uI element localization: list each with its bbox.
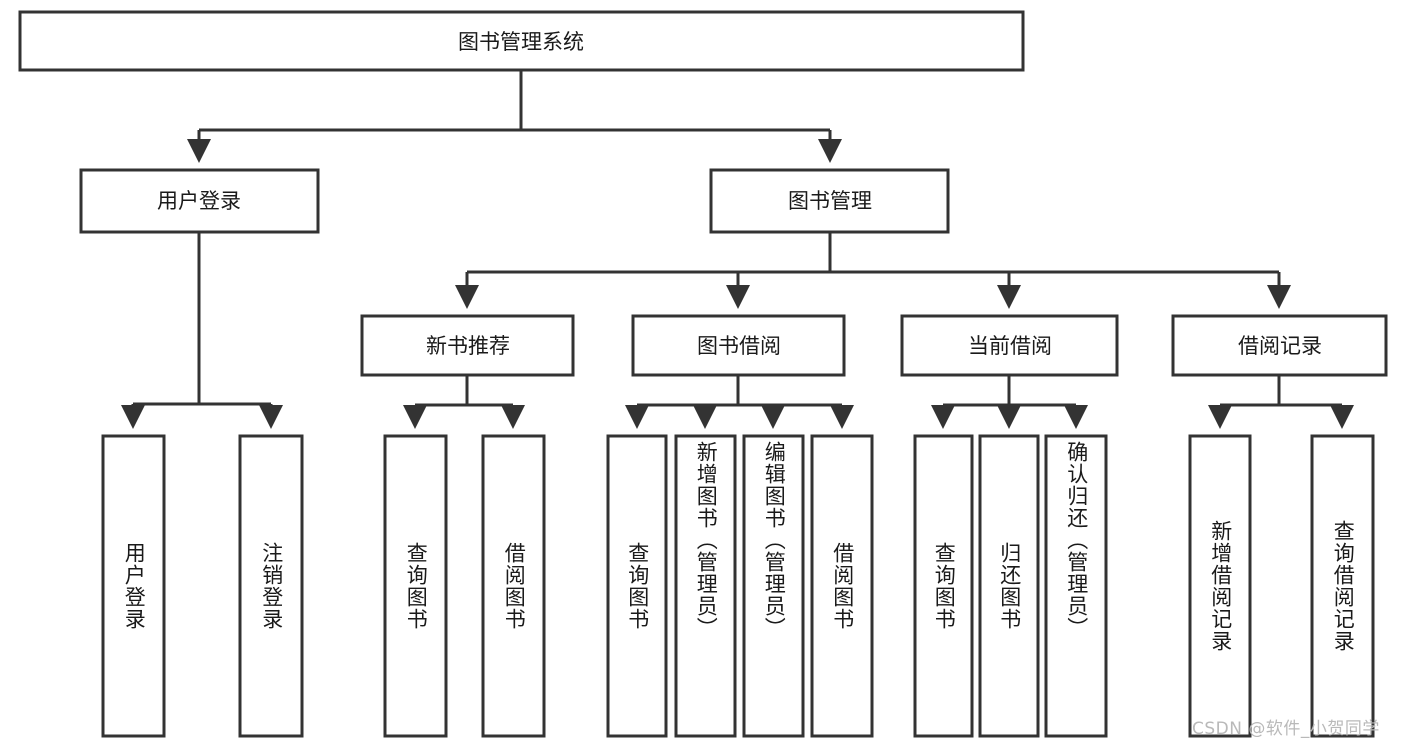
node-borrow-records-label: 借阅记录 bbox=[1238, 334, 1322, 358]
leaf-box-borrow-books-nb[interactable] bbox=[481, 434, 546, 738]
node-root-label: 图书管理系统 bbox=[458, 30, 584, 54]
node-user-login[interactable]: 用户登录 bbox=[79, 168, 320, 234]
node-book-management[interactable]: 图书管理 bbox=[709, 168, 950, 234]
node-root-box[interactable] bbox=[18, 10, 1025, 72]
node-root[interactable]: 图书管理系统 bbox=[18, 10, 1025, 72]
leaf-box-borrow-books-br[interactable] bbox=[810, 434, 874, 738]
leaf-box-confirm-return-admin[interactable] bbox=[1044, 434, 1108, 738]
connector-group-root bbox=[187, 70, 842, 163]
watermark-text: CSDN @软件_小贺同学 bbox=[1192, 719, 1380, 739]
node-current-borrow-box[interactable] bbox=[900, 314, 1119, 377]
node-book-borrow[interactable]: 图书借阅 bbox=[631, 314, 846, 377]
node-borrow-records[interactable]: 借阅记录 bbox=[1171, 314, 1388, 377]
leaf-box-query-books-cb[interactable] bbox=[913, 434, 974, 738]
leaf-box-query-books-nb[interactable] bbox=[383, 434, 448, 738]
connector-group-records bbox=[1208, 375, 1354, 429]
node-current-borrow[interactable]: 当前借阅 bbox=[900, 314, 1119, 377]
node-user-login-label: 用户登录 bbox=[157, 189, 241, 213]
node-current-borrow-label: 当前借阅 bbox=[968, 334, 1052, 358]
connector-group-user-login bbox=[121, 232, 283, 429]
connector-group-new-books bbox=[403, 375, 525, 429]
node-new-book-recommend-box[interactable] bbox=[360, 314, 575, 377]
connector-group-current bbox=[931, 375, 1088, 429]
connector-group-borrow bbox=[625, 375, 854, 429]
node-book-management-box[interactable] bbox=[709, 168, 950, 234]
node-borrow-records-box[interactable] bbox=[1171, 314, 1388, 377]
leaf-boxes bbox=[101, 434, 1375, 738]
connector-group-book-mgmt bbox=[455, 232, 1291, 309]
node-new-book-recommend[interactable]: 新书推荐 bbox=[360, 314, 575, 377]
leaf-box-add-book-admin[interactable] bbox=[674, 434, 737, 738]
leaf-box-logout[interactable] bbox=[238, 434, 304, 738]
node-new-book-recommend-label: 新书推荐 bbox=[426, 334, 510, 358]
leaf-box-query-books-br[interactable] bbox=[606, 434, 668, 738]
node-book-management-label: 图书管理 bbox=[788, 189, 872, 213]
node-book-borrow-box[interactable] bbox=[631, 314, 846, 377]
leaf-box-return-books[interactable] bbox=[978, 434, 1040, 738]
node-user-login-box[interactable] bbox=[79, 168, 320, 234]
leaf-box-edit-book-admin[interactable] bbox=[742, 434, 805, 738]
node-book-borrow-label: 图书借阅 bbox=[697, 334, 781, 358]
leaf-box-add-borrow-record[interactable] bbox=[1188, 434, 1252, 738]
leaf-box-user-login[interactable] bbox=[101, 434, 166, 738]
leaf-box-query-borrow-record[interactable] bbox=[1310, 434, 1375, 738]
